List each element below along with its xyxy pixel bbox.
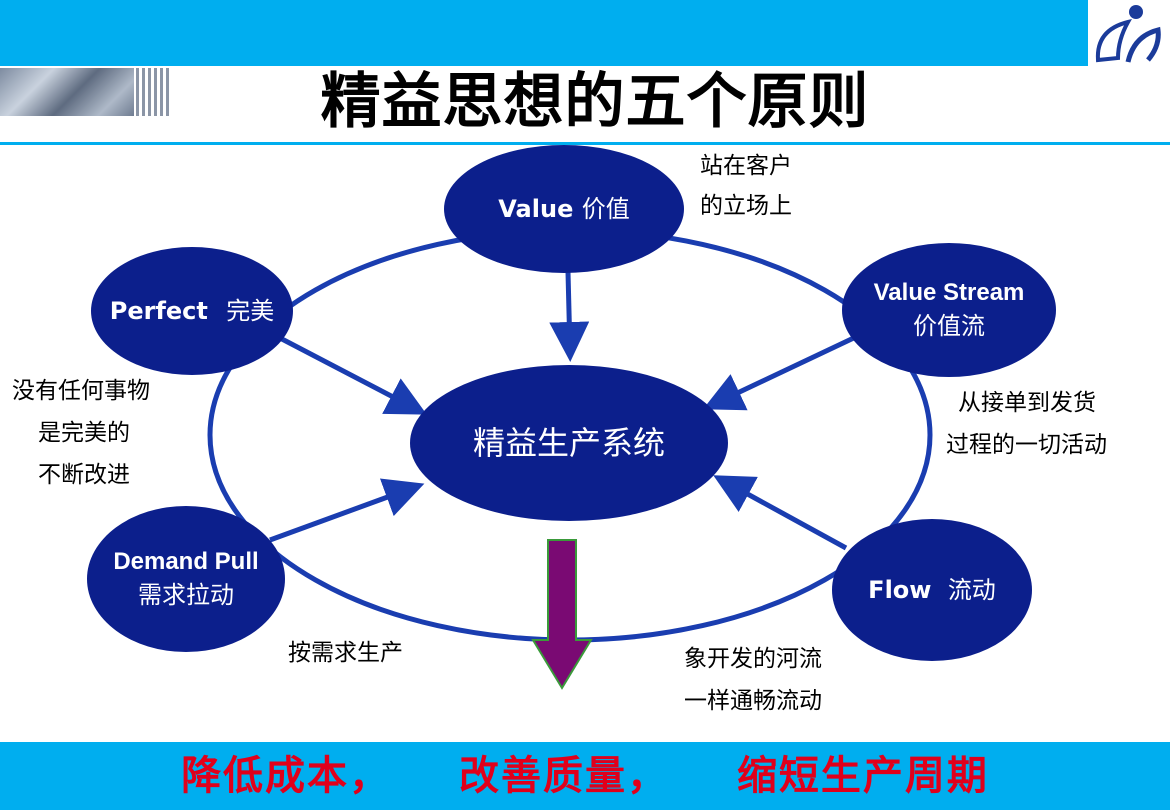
note-perfect-line-1: 没有任何事物 (12, 378, 150, 404)
header-stripes-decoration (136, 68, 172, 116)
note-flow-line-2: 一样通畅流动 (684, 688, 822, 714)
arrow-demand-pull-to-center (269, 478, 425, 543)
node-value-en: Value (498, 195, 574, 223)
note-value-stream: 从接单到发货 过程的一切活动 (946, 382, 1107, 466)
arrow-value-to-center (549, 271, 590, 362)
header-band (0, 0, 1088, 66)
slogan-shorten-cycle: 缩短生产周期 (736, 753, 989, 799)
footer-band: 降低成本， 改善质量， 缩短生产周期 (0, 742, 1170, 810)
page-title: 精益思想的五个原则 (320, 67, 870, 137)
footer-slogan: 降低成本， 改善质量， 缩短生产周期 (155, 746, 1015, 806)
note-perfect-line-2: 是完美的 (38, 420, 130, 446)
node-flow-label: Flow 流动 (868, 574, 996, 606)
company-logo-icon (1095, 5, 1161, 63)
note-demand-pull-line-1: 按需求生产 (288, 640, 403, 666)
node-perfect: Perfect 完美 (91, 247, 293, 375)
node-value: Value 价值 (444, 145, 684, 273)
arrow-flow-to-center (713, 475, 848, 551)
node-value-stream-zh: 价值流 (913, 312, 985, 340)
node-value-stream: Value Stream 价值流 (842, 243, 1056, 377)
header-photo-image (0, 68, 134, 116)
title-divider (0, 142, 1170, 145)
down-arrow-icon (531, 539, 593, 690)
note-flow-line-1: 象开发的河流 (684, 646, 822, 672)
node-demand-pull-zh: 需求拉动 (138, 581, 234, 609)
node-demand-pull: Demand Pull 需求拉动 (87, 506, 285, 652)
note-perfect: 没有任何事物 是完美的 不断改进 (12, 370, 150, 496)
note-demand-pull: 按需求生产 (288, 634, 403, 672)
node-center-label: 精益生产系统 (472, 424, 665, 462)
slogan-improve-quality: 改善质量， (459, 753, 669, 799)
node-value-label: Value 价值 (498, 193, 629, 225)
node-perfect-label: Perfect 完美 (110, 295, 274, 327)
node-flow: Flow 流动 (832, 519, 1032, 661)
node-value-zh: 价值 (581, 195, 630, 223)
node-demand-pull-en: Demand Pull (113, 548, 259, 575)
arrow-perfect-to-center (278, 335, 427, 415)
node-perfect-en: Perfect (109, 297, 208, 325)
node-perfect-zh: 完美 (226, 297, 275, 325)
note-value: 站在客户 的立场上 (700, 146, 792, 226)
node-value-stream-en: Value Stream (873, 279, 1025, 306)
node-flow-en: Flow (868, 576, 932, 604)
note-value-stream-line-2: 过程的一切活动 (946, 432, 1107, 458)
note-value-line-1: 站在客户 (700, 153, 792, 179)
slogan-reduce-cost: 降低成本， (181, 753, 392, 799)
note-perfect-line-3: 不断改进 (38, 462, 130, 488)
note-value-line-2: 的立场上 (700, 193, 792, 219)
arrow-value-stream-to-center (702, 332, 862, 411)
node-center-lean-system: 精益生产系统 (410, 365, 728, 521)
node-flow-zh: 流动 (947, 576, 996, 604)
note-flow: 象开发的河流 一样通畅流动 (684, 638, 822, 722)
note-value-stream-line-1: 从接单到发货 (958, 390, 1096, 416)
